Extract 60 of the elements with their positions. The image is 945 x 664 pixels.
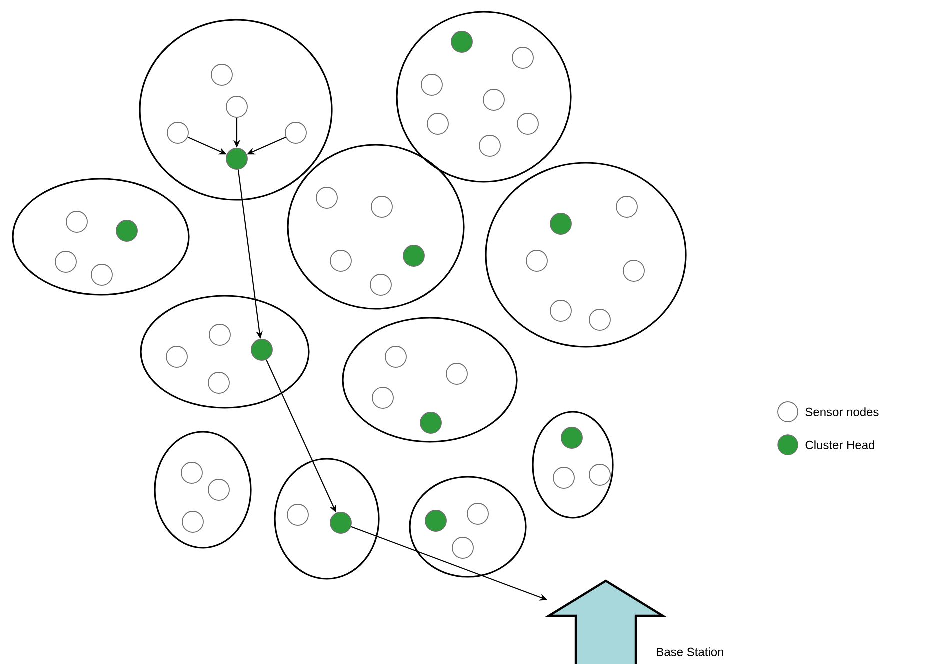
cluster-ellipse: [485, 162, 687, 348]
cluster-ellipse: [409, 476, 527, 578]
sensor-node-circle: [66, 211, 88, 233]
sensor-node-circle: [371, 196, 393, 218]
sensor-node-circle: [370, 274, 392, 296]
cluster-ellipse: [139, 19, 333, 201]
legend-label: Sensor nodes: [806, 408, 879, 416]
cluster-ellipse: [154, 431, 252, 549]
sensor-node-circle: [208, 479, 230, 501]
cluster-ellipse: [274, 458, 380, 580]
sensor-node-circle: [166, 346, 188, 368]
cluster-ellipse: [532, 411, 614, 519]
sensor-node-circle: [285, 122, 307, 144]
cluster-ellipse: [287, 144, 465, 310]
cluster-head-dot: [561, 427, 583, 449]
cluster-head-dot: [251, 339, 273, 361]
sensor-node-circle: [209, 324, 231, 346]
sensor-node-circle: [512, 47, 534, 69]
sensor-node-circle: [550, 300, 572, 322]
sensor-node-circle: [479, 135, 501, 157]
cluster-head-dot: [226, 148, 248, 170]
sensor-node-circle: [330, 250, 352, 272]
sensor-node-circle: [208, 372, 230, 394]
sensor-node-circle: [55, 251, 77, 273]
cluster-head-dot: [451, 31, 473, 53]
cluster-head-dot: [420, 412, 442, 434]
station-label: Base Station: [657, 648, 724, 656]
cluster-head-dot: [330, 512, 352, 534]
sensor-node-circle: [182, 511, 204, 533]
cluster-head-dot: [403, 245, 425, 267]
cluster-ellipse: [396, 11, 572, 183]
sensor-node-circle: [517, 113, 539, 135]
sensor-node-circle: [616, 196, 638, 218]
sensor-node-circle: [446, 363, 468, 385]
cluster-head-dot: [550, 213, 572, 235]
cluster-head-dot: [116, 220, 138, 242]
cluster-ellipse: [12, 178, 190, 296]
sensor-node-circle: [623, 260, 645, 282]
sensor-node-circle: [287, 504, 309, 526]
sensor-node-circle: [553, 467, 575, 489]
sensor-node-circle: [372, 387, 394, 409]
sensor-node-circle: [467, 503, 489, 525]
sensor-node-circle: [91, 264, 113, 286]
sensor-node-circle: [589, 464, 611, 486]
cluster-ellipse: [140, 295, 310, 409]
legend-label: Cluster Head: [806, 440, 874, 450]
sensor-node-circle: [181, 462, 203, 484]
cluster-ellipse: [342, 317, 518, 443]
sensor-node-circle: [427, 113, 449, 135]
sensor-node-circle: [452, 537, 474, 559]
sensor-node-circle: [589, 309, 611, 331]
sensor-node-circle: [167, 122, 189, 144]
sensor-node-circle: [211, 64, 233, 86]
cluster-head-dot: [425, 510, 447, 532]
sensor-node-circle: [226, 96, 248, 118]
sensor-node-circle: [316, 187, 338, 209]
sensor-node-circle: [385, 346, 407, 368]
sensor-node-circle: [526, 250, 548, 272]
sensor-node-circle: [421, 74, 443, 96]
sensor-node-circle: [483, 89, 505, 111]
